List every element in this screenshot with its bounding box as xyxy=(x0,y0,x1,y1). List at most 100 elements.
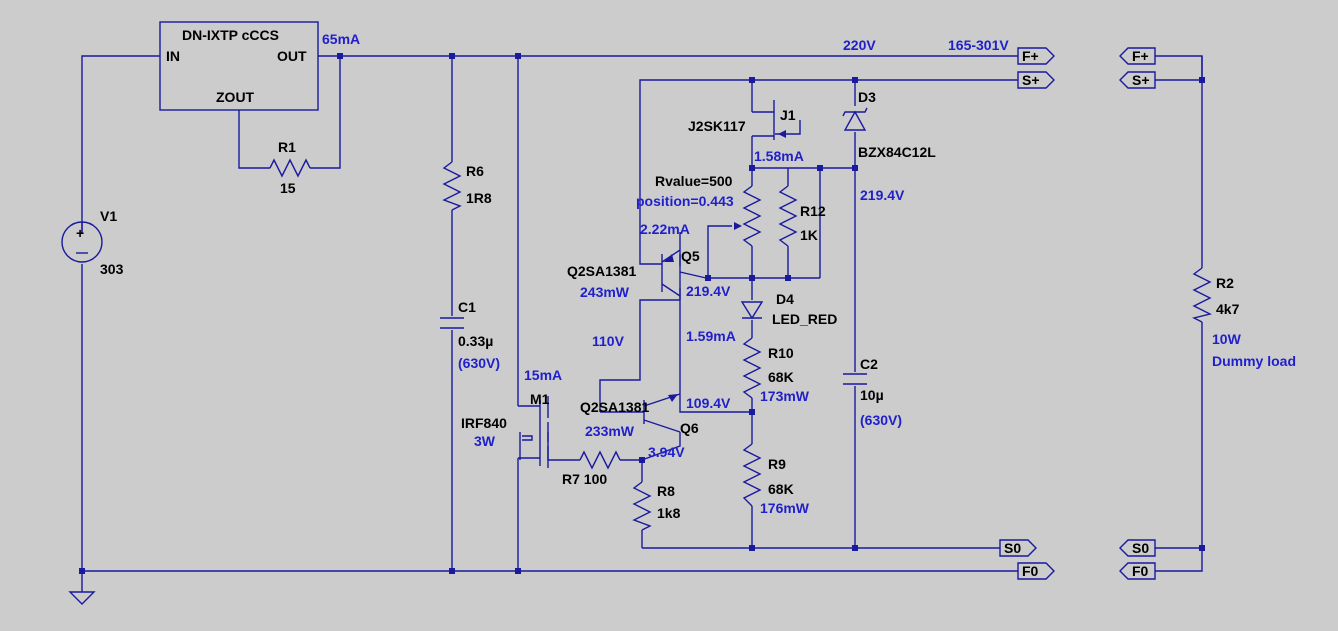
resistor-r9[interactable]: R9 68K 176mW xyxy=(742,443,810,516)
c1-value: 0.33µ xyxy=(458,333,493,349)
ann-i-j1: 1.58mA xyxy=(754,148,804,164)
wires xyxy=(81,55,1203,592)
ann-i-m1: 15mA xyxy=(524,367,562,383)
q6-ref: Q6 xyxy=(680,420,699,436)
resistor-r1[interactable]: R1 15 xyxy=(269,139,311,196)
port-f-zero-right[interactable]: F0 xyxy=(1119,562,1156,580)
ground-icon xyxy=(68,591,96,605)
r2-power: 10W xyxy=(1212,331,1242,347)
ccs-block[interactable]: DN-IXTP cCCS IN OUT ZOUT xyxy=(159,21,319,111)
svg-text:F0: F0 xyxy=(1132,563,1149,579)
r1-value: 15 xyxy=(280,180,296,196)
m1-power: 3W xyxy=(474,433,496,449)
ccs-zout-pin: ZOUT xyxy=(216,89,255,105)
port-f-zero-left[interactable]: F0 xyxy=(1017,562,1055,580)
svg-text:F+: F+ xyxy=(1022,48,1039,64)
ann-v-range: 165-301V xyxy=(948,37,1009,53)
r8-value: 1k8 xyxy=(657,505,681,521)
capacitor-c1[interactable]: C1 0.33µ (630V) xyxy=(440,299,500,371)
r9-value: 68K xyxy=(768,481,794,497)
d3-ref: D3 xyxy=(858,89,876,105)
v1-ref: V1 xyxy=(100,208,117,224)
svg-text:S+: S+ xyxy=(1132,72,1150,88)
port-s-plus-left[interactable]: S+ xyxy=(1017,71,1055,89)
r12-ref: R12 xyxy=(800,203,826,219)
svg-text:F0: F0 xyxy=(1022,563,1039,579)
ann-i-out: 65mA xyxy=(322,31,360,47)
transistor-q6[interactable]: Q6 Q2SA1381 233mW xyxy=(580,394,699,439)
resistor-r6[interactable]: R6 1R8 xyxy=(442,161,492,211)
d4-ref: D4 xyxy=(776,291,794,307)
v1-value: 303 xyxy=(100,261,124,277)
svg-text:S0: S0 xyxy=(1004,540,1021,556)
m1-ref: M1 xyxy=(530,391,550,407)
c1-ref: C1 xyxy=(458,299,476,315)
c1-rating: (630V) xyxy=(458,355,500,371)
ccs-in-pin: IN xyxy=(166,48,180,64)
r10-ref: R10 xyxy=(768,345,794,361)
transistor-q5[interactable]: Q5 Q2SA1381 243mW xyxy=(567,248,700,300)
ann-v-q6: 109.4V xyxy=(686,395,731,411)
pot-position: position=0.443 xyxy=(636,193,734,209)
capacitor-c2[interactable]: C2 10µ (630V) xyxy=(843,356,902,428)
port-s-plus-right[interactable]: S+ xyxy=(1119,71,1156,89)
resistor-r10[interactable]: R10 68K 173mW xyxy=(742,337,810,404)
j1-model: J2SK117 xyxy=(688,118,746,134)
c2-ref: C2 xyxy=(860,356,878,372)
ann-v-mid: 110V xyxy=(592,333,625,349)
resistor-r7[interactable]: R7 100 xyxy=(562,450,621,487)
svg-text:S+: S+ xyxy=(1022,72,1040,88)
r10-power: 173mW xyxy=(760,388,810,404)
r9-power: 176mW xyxy=(760,500,810,516)
r8-ref: R8 xyxy=(657,483,675,499)
r6-ref: R6 xyxy=(466,163,484,179)
ccs-name: DN-IXTP cCCS xyxy=(182,27,279,43)
ann-v-q5: 219.4V xyxy=(686,283,731,299)
junctions xyxy=(79,53,1205,574)
ann-v-gate: 3.94V xyxy=(648,444,685,460)
voltage-source-v1[interactable]: + V1 303 xyxy=(61,208,124,277)
d3-model: BZX84C12L xyxy=(858,144,936,160)
port-f-plus-left[interactable]: F+ xyxy=(1017,47,1055,65)
q6-model: Q2SA1381 xyxy=(580,399,649,415)
r2-value: 4k7 xyxy=(1216,301,1240,317)
r10-value: 68K xyxy=(768,369,794,385)
resistor-r8[interactable]: R8 1k8 xyxy=(632,481,681,531)
c2-value: 10µ xyxy=(860,387,884,403)
r2-note: Dummy load xyxy=(1212,353,1296,369)
q5-power: 243mW xyxy=(580,284,630,300)
r2-ref: R2 xyxy=(1216,275,1234,291)
svg-text:S0: S0 xyxy=(1132,540,1149,556)
r12-value: 1K xyxy=(800,227,818,243)
ann-i-led: 1.59mA xyxy=(686,328,736,344)
led-d4[interactable]: D4 LED_RED xyxy=(740,291,837,327)
r9-ref: R9 xyxy=(768,456,786,472)
r7-label: R7 100 xyxy=(562,471,607,487)
mosfet-m1[interactable]: M1 IRF840 3W xyxy=(461,391,550,468)
ann-v-rail: 220V xyxy=(843,37,876,53)
d4-model: LED_RED xyxy=(772,311,837,327)
q5-ref: Q5 xyxy=(681,248,700,264)
m1-model: IRF840 xyxy=(461,415,507,431)
resistor-r2[interactable]: R2 4k7 10W Dummy load xyxy=(1191,267,1296,369)
j1-ref: J1 xyxy=(780,107,796,123)
port-s-zero-right[interactable]: S0 xyxy=(1119,539,1156,557)
resistor-r12[interactable]: R12 1K xyxy=(778,185,826,247)
jfet-j1[interactable]: J1 J2SK117 xyxy=(688,107,796,138)
ann-v-d3: 219.4V xyxy=(860,187,905,203)
zener-diode-d3[interactable]: D3 BZX84C12L xyxy=(842,89,936,160)
r6-value: 1R8 xyxy=(466,190,492,206)
svg-text:F+: F+ xyxy=(1132,48,1149,64)
q6-power: 233mW xyxy=(585,423,635,439)
q5-model: Q2SA1381 xyxy=(567,263,636,279)
plus-icon: + xyxy=(76,225,84,241)
potentiometer[interactable]: Rvalue=500 position=0.443 xyxy=(636,173,762,247)
pot-rvalue: Rvalue=500 xyxy=(655,173,733,189)
operating-point-annotations: 65mA 220V 165-301V 1.58mA 219.4V 2.22mA … xyxy=(322,31,1009,460)
port-f-plus-right[interactable]: F+ xyxy=(1119,47,1156,65)
c2-rating: (630V) xyxy=(860,412,902,428)
ann-i-q5: 2.22mA xyxy=(640,221,690,237)
port-s-zero-left[interactable]: S0 xyxy=(999,539,1037,557)
ccs-out-pin: OUT xyxy=(277,48,307,64)
